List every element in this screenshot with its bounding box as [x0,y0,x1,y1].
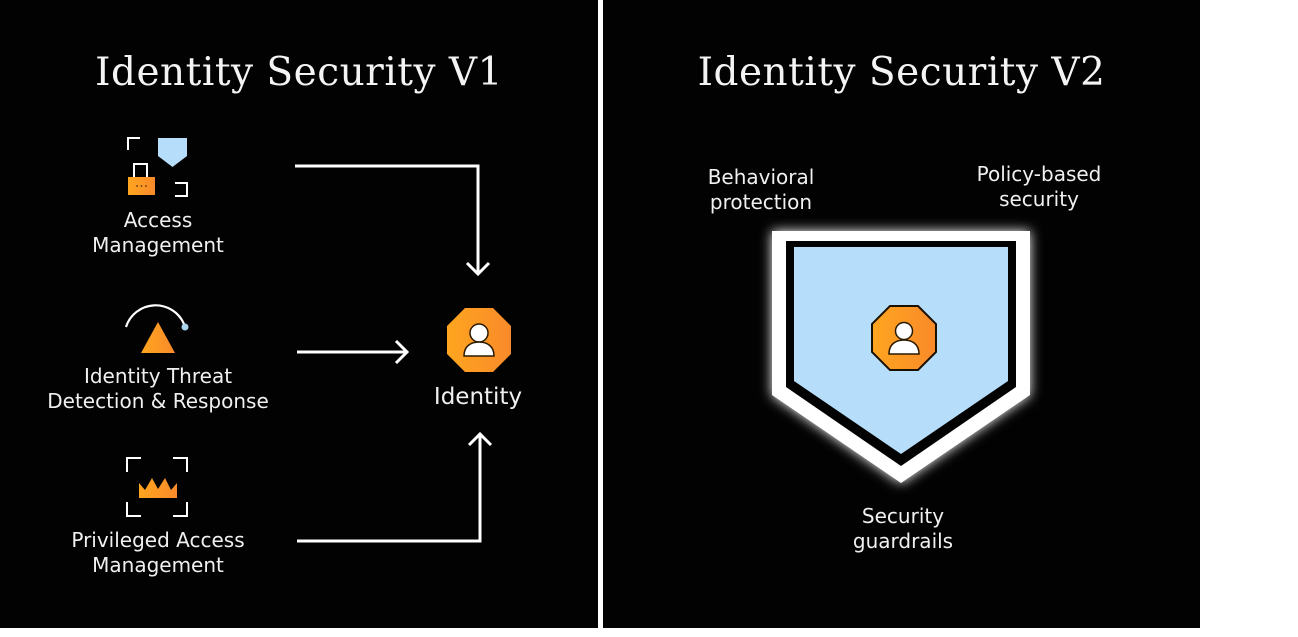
access-management-icon [127,137,188,197]
privileged-access-icon [126,457,188,517]
v1-title: Identity Security V1 [95,50,503,95]
identity-octagon-icon [871,305,937,371]
v2-panel: Identity Security V2 Behavioral protecti… [603,0,1200,628]
arrow-access-to-identity [295,164,491,277]
threat-detection-icon [124,304,189,353]
panel-divider [598,0,603,628]
identity-octagon-icon [447,308,511,372]
v2-title: Identity Security V2 [697,50,1106,95]
policy-based-security-line1: Policy-based [976,162,1102,186]
behavioral-protection-line1: Behavioral [707,165,815,189]
threat-detection-label: Identity Threat Detection & Response [28,364,288,414]
security-guardrails-label: Security guardrails [803,504,1003,554]
security-guardrails-line2: guardrails [852,529,954,553]
privileged-access-label: Privileged Access Management [48,528,268,578]
v1-panel: Identity Security V1 Access Management I… [0,0,598,628]
policy-based-security-label: Policy-based security [939,162,1139,212]
privileged-access-label-line2: Management [92,553,224,577]
arrow-privileged-to-identity [297,431,493,543]
arrow-threat-to-identity [297,339,410,365]
threat-detection-label-line1: Identity Threat [83,364,233,388]
threat-detection-label-line2: Detection & Response [47,389,269,413]
identity-label: Identity [433,384,523,410]
behavioral-protection-label: Behavioral protection [661,165,861,215]
privileged-access-label-line1: Privileged Access [71,528,245,552]
policy-based-security-line2: security [999,187,1079,211]
security-guardrails-line1: Security [861,504,945,528]
access-management-label-line1: Access [123,208,193,232]
access-management-label: Access Management [58,208,258,258]
behavioral-protection-line2: protection [709,190,813,214]
access-management-label-line2: Management [92,233,224,257]
